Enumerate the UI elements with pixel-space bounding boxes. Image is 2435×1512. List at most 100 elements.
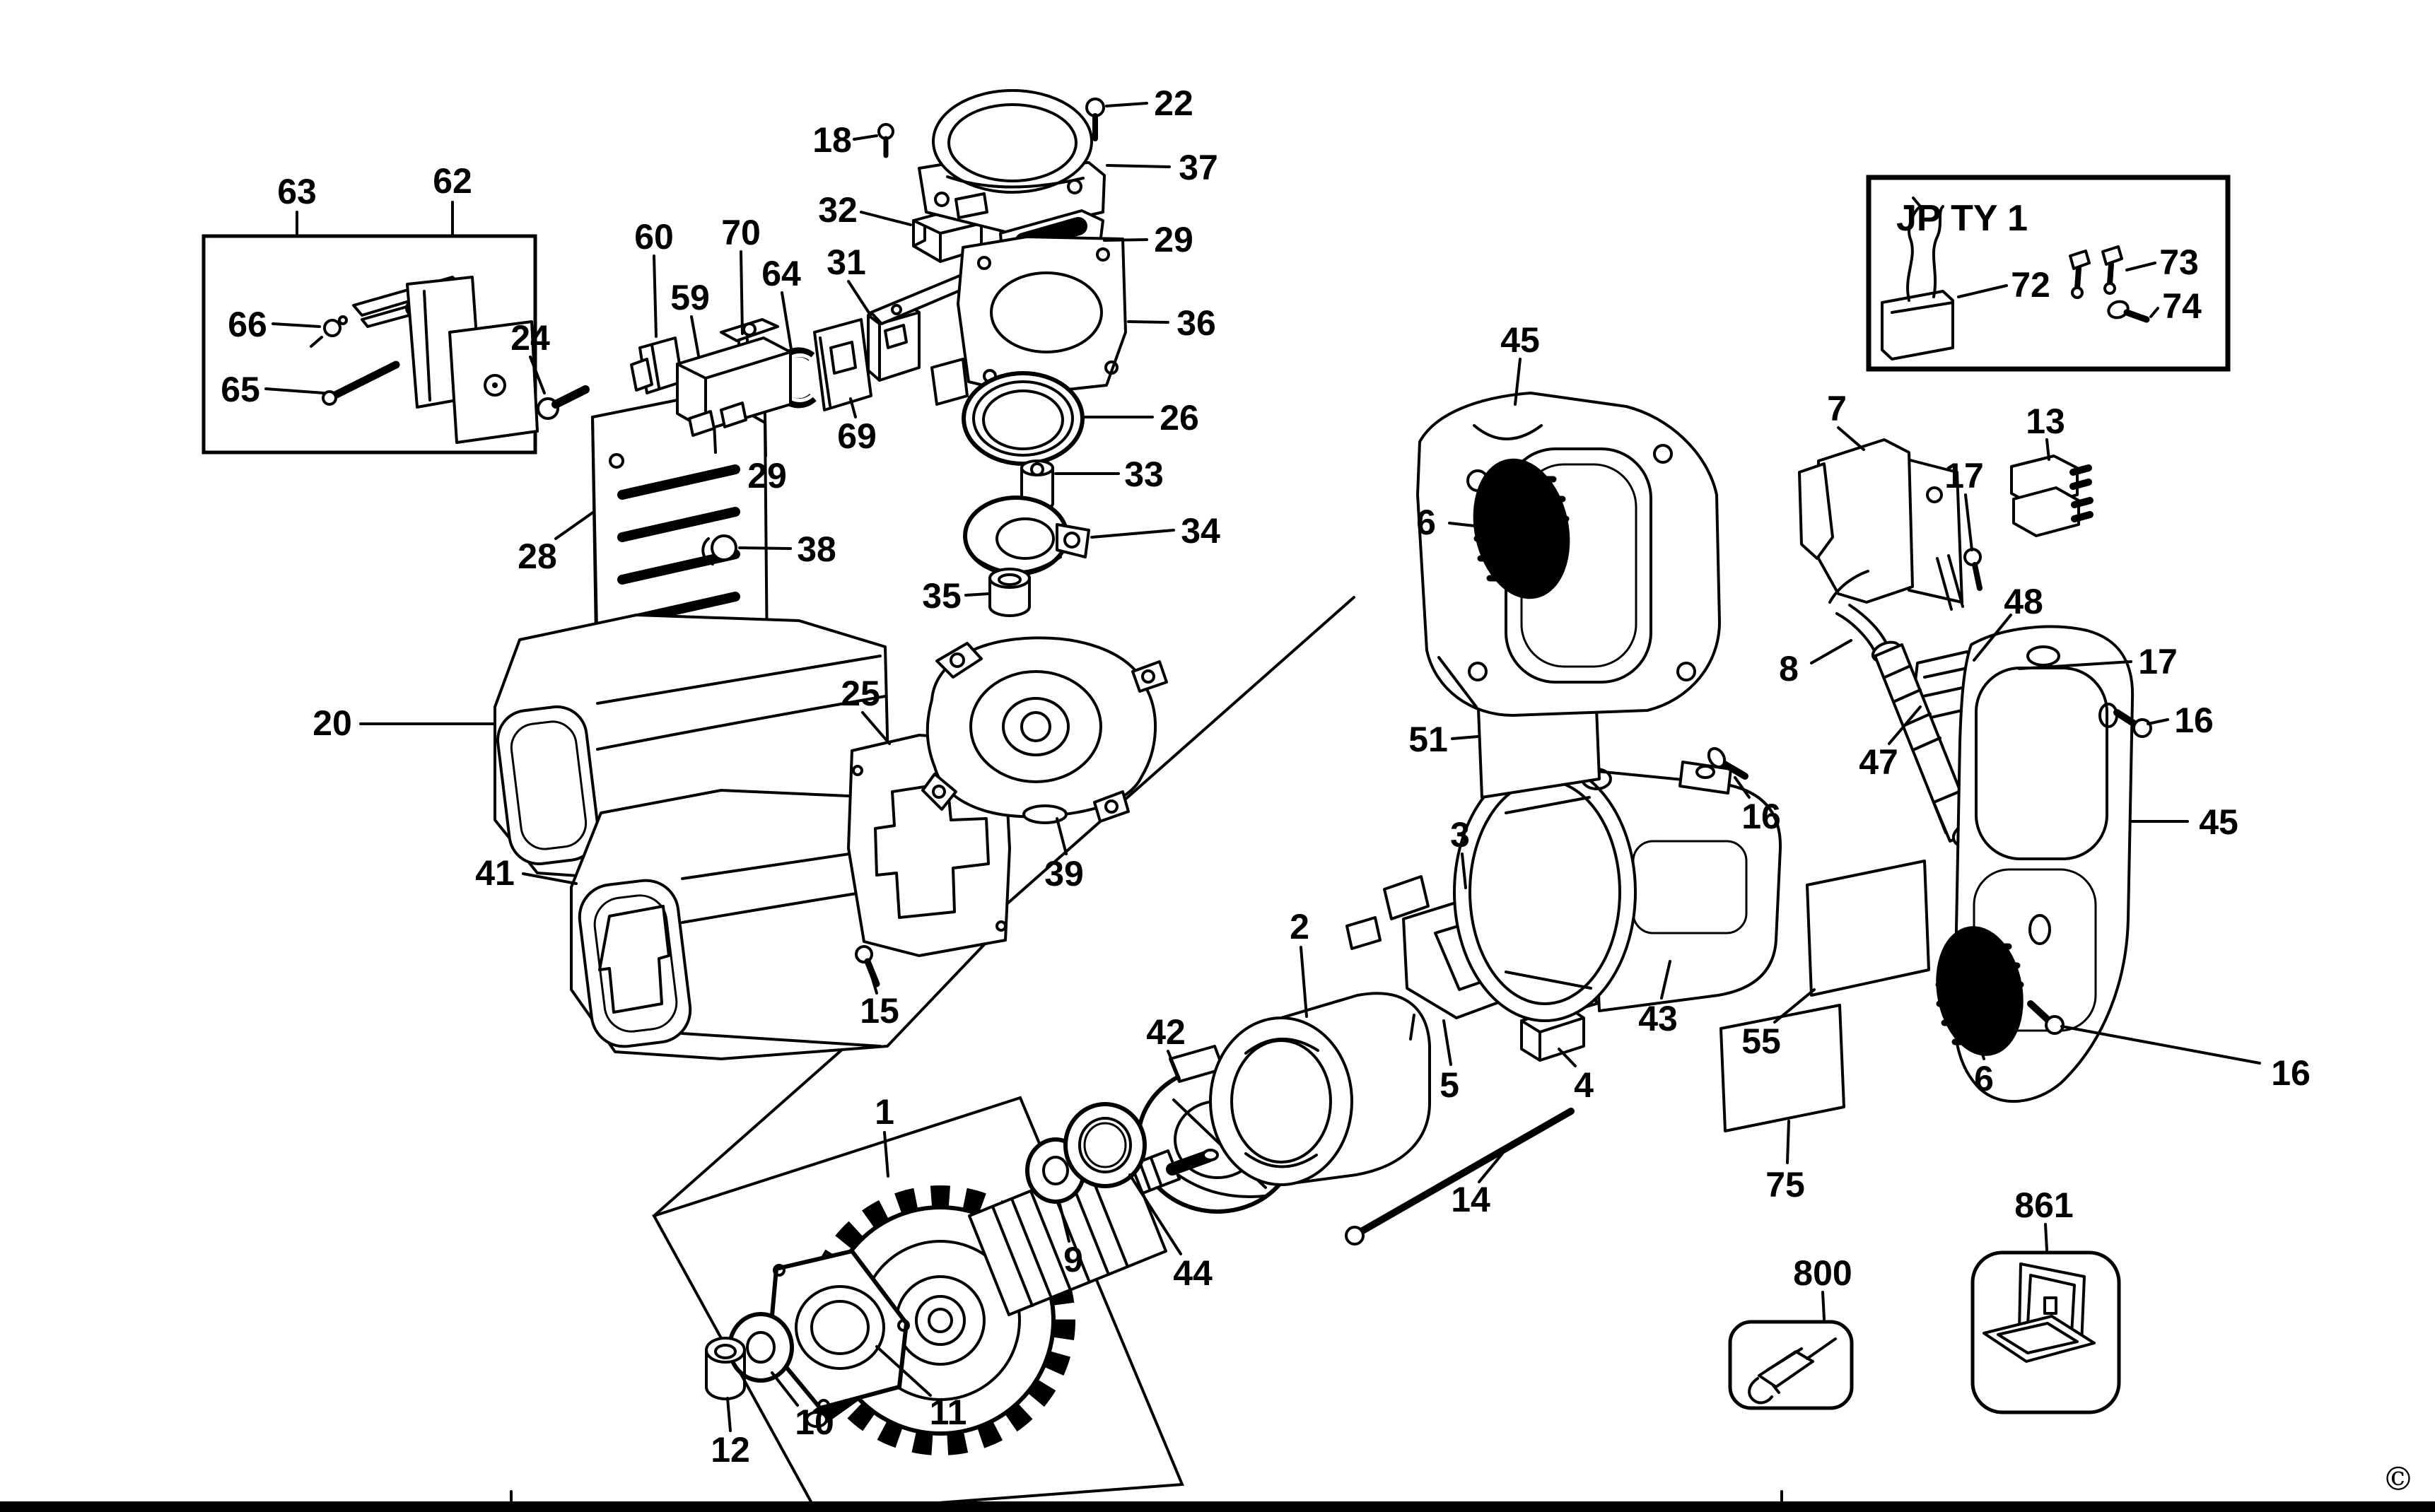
- part-37-fan-shroud-assembly: [918, 89, 1106, 235]
- callout-65: 65: [221, 370, 260, 409]
- callout-39: 39: [1044, 854, 1084, 893]
- leader-42: [1167, 1050, 1181, 1080]
- callout-2: 2: [1290, 907, 1309, 947]
- callout-861: 861: [2014, 1185, 2073, 1225]
- callout-38: 38: [797, 529, 836, 569]
- callout-74: 74: [2162, 286, 2202, 326]
- callout-5: 5: [1440, 1065, 1459, 1105]
- inset-box-62-63: [202, 234, 537, 455]
- callout-18: 18: [812, 120, 852, 160]
- callout-7: 7: [1827, 389, 1847, 428]
- part-66-spring-screw: [310, 315, 348, 348]
- callout-62: 62: [433, 161, 472, 201]
- part-24-screw: [537, 385, 590, 420]
- part-8-lead-wires: [1828, 570, 1889, 653]
- leader-16a: [2147, 718, 2169, 725]
- leader-8: [1810, 639, 1852, 664]
- leader-55: [1773, 988, 1816, 1024]
- part-11-end-plate: [767, 1249, 910, 1412]
- callout-16b: 16: [1741, 797, 1781, 836]
- callout-22: 22: [1154, 83, 1193, 123]
- part-6a-vent-grille: [1473, 458, 1570, 599]
- part-7-trigger-switch: [1798, 438, 1964, 611]
- part-15-screw: [855, 945, 880, 988]
- callout-12: 12: [711, 1430, 750, 1470]
- callout-14: 14: [1451, 1180, 1490, 1219]
- leader-34: [1090, 529, 1175, 539]
- armature-group-box: [652, 1096, 1184, 1512]
- leader-18: [853, 134, 878, 141]
- leader-44: [1128, 1173, 1182, 1255]
- leader-861: [2044, 1223, 2048, 1251]
- callout-1: 1: [875, 1092, 894, 1132]
- callout-32: 32: [818, 190, 858, 230]
- leader-24: [529, 356, 546, 394]
- inset-title: JP TY 1: [1896, 198, 2028, 239]
- footer-rule: [0, 1501, 2435, 1512]
- callout-66: 66: [228, 305, 267, 344]
- leader-48: [1973, 614, 2012, 662]
- leader-45a: [1514, 358, 1522, 406]
- leader-16b: [1734, 776, 1751, 799]
- leader-2: [1300, 946, 1308, 1018]
- callout-70: 70: [721, 213, 761, 252]
- leader-31: [847, 280, 871, 315]
- leader-70: [740, 250, 744, 335]
- leader-5: [1442, 1019, 1452, 1066]
- part-22-screw: [1085, 98, 1105, 141]
- callout-60: 60: [634, 217, 674, 257]
- leader-38: [738, 546, 792, 550]
- callout-47: 47: [1859, 742, 1898, 782]
- callout-34: 34: [1181, 511, 1220, 551]
- callout-11: 11: [930, 1393, 967, 1432]
- leader-60: [653, 254, 658, 338]
- callout-51: 51: [1408, 720, 1448, 759]
- callout-8: 8: [1779, 649, 1799, 688]
- callout-37: 37: [1179, 148, 1218, 187]
- part-65-pin: [322, 361, 400, 406]
- callout-29a: 29: [747, 456, 787, 496]
- callout-17a: 17: [1944, 456, 1984, 496]
- callout-13: 13: [2026, 402, 2065, 441]
- leader-72: [1957, 284, 2008, 298]
- leader-7: [1837, 426, 1865, 451]
- callout-24: 24: [510, 318, 550, 358]
- leader-29a: [764, 413, 767, 457]
- callout-16c: 16: [2271, 1053, 2311, 1093]
- part-69-slider-plate: [813, 318, 872, 411]
- callout-64: 64: [761, 254, 801, 293]
- copyright-mark: ©: [2382, 1460, 2414, 1498]
- part-62-cover-plates: [406, 276, 539, 444]
- part-16b-screw: [1707, 746, 1748, 780]
- leader-41: [522, 872, 578, 885]
- leader-12: [726, 1397, 732, 1432]
- leader-1: [883, 1131, 889, 1178]
- leader-73: [2125, 262, 2156, 271]
- callout-16a: 16: [2174, 701, 2214, 740]
- leader-37: [1106, 164, 1171, 168]
- leader-66: [271, 322, 321, 328]
- callout-33: 33: [1124, 455, 1164, 494]
- leader-4: [1558, 1048, 1577, 1067]
- callout-25: 25: [841, 674, 880, 713]
- callout-17b: 17: [2138, 642, 2178, 681]
- leader-3: [1461, 852, 1467, 889]
- part-74-screw: [2107, 300, 2150, 323]
- callout-800: 800: [1793, 1253, 1852, 1293]
- part-18-screw: [877, 123, 894, 158]
- leader-9: [1058, 1203, 1070, 1243]
- leader-43: [1660, 960, 1671, 1000]
- callout-45a: 45: [1500, 320, 1540, 360]
- leader-59: [690, 315, 700, 357]
- part-16c-screw: [2027, 1000, 2065, 1035]
- callout-36: 36: [1176, 303, 1216, 343]
- leader-74: [2149, 307, 2159, 318]
- leader-65: [264, 387, 325, 394]
- leader-13: [2045, 438, 2050, 461]
- callout-26: 26: [1160, 398, 1199, 438]
- callout-31: 31: [827, 242, 866, 282]
- leader-6b: [1978, 1043, 1985, 1060]
- part-38-ball-detent: [701, 534, 737, 565]
- leader-16c: [2060, 1025, 2261, 1065]
- part-34-blade-clamp: [963, 496, 1090, 576]
